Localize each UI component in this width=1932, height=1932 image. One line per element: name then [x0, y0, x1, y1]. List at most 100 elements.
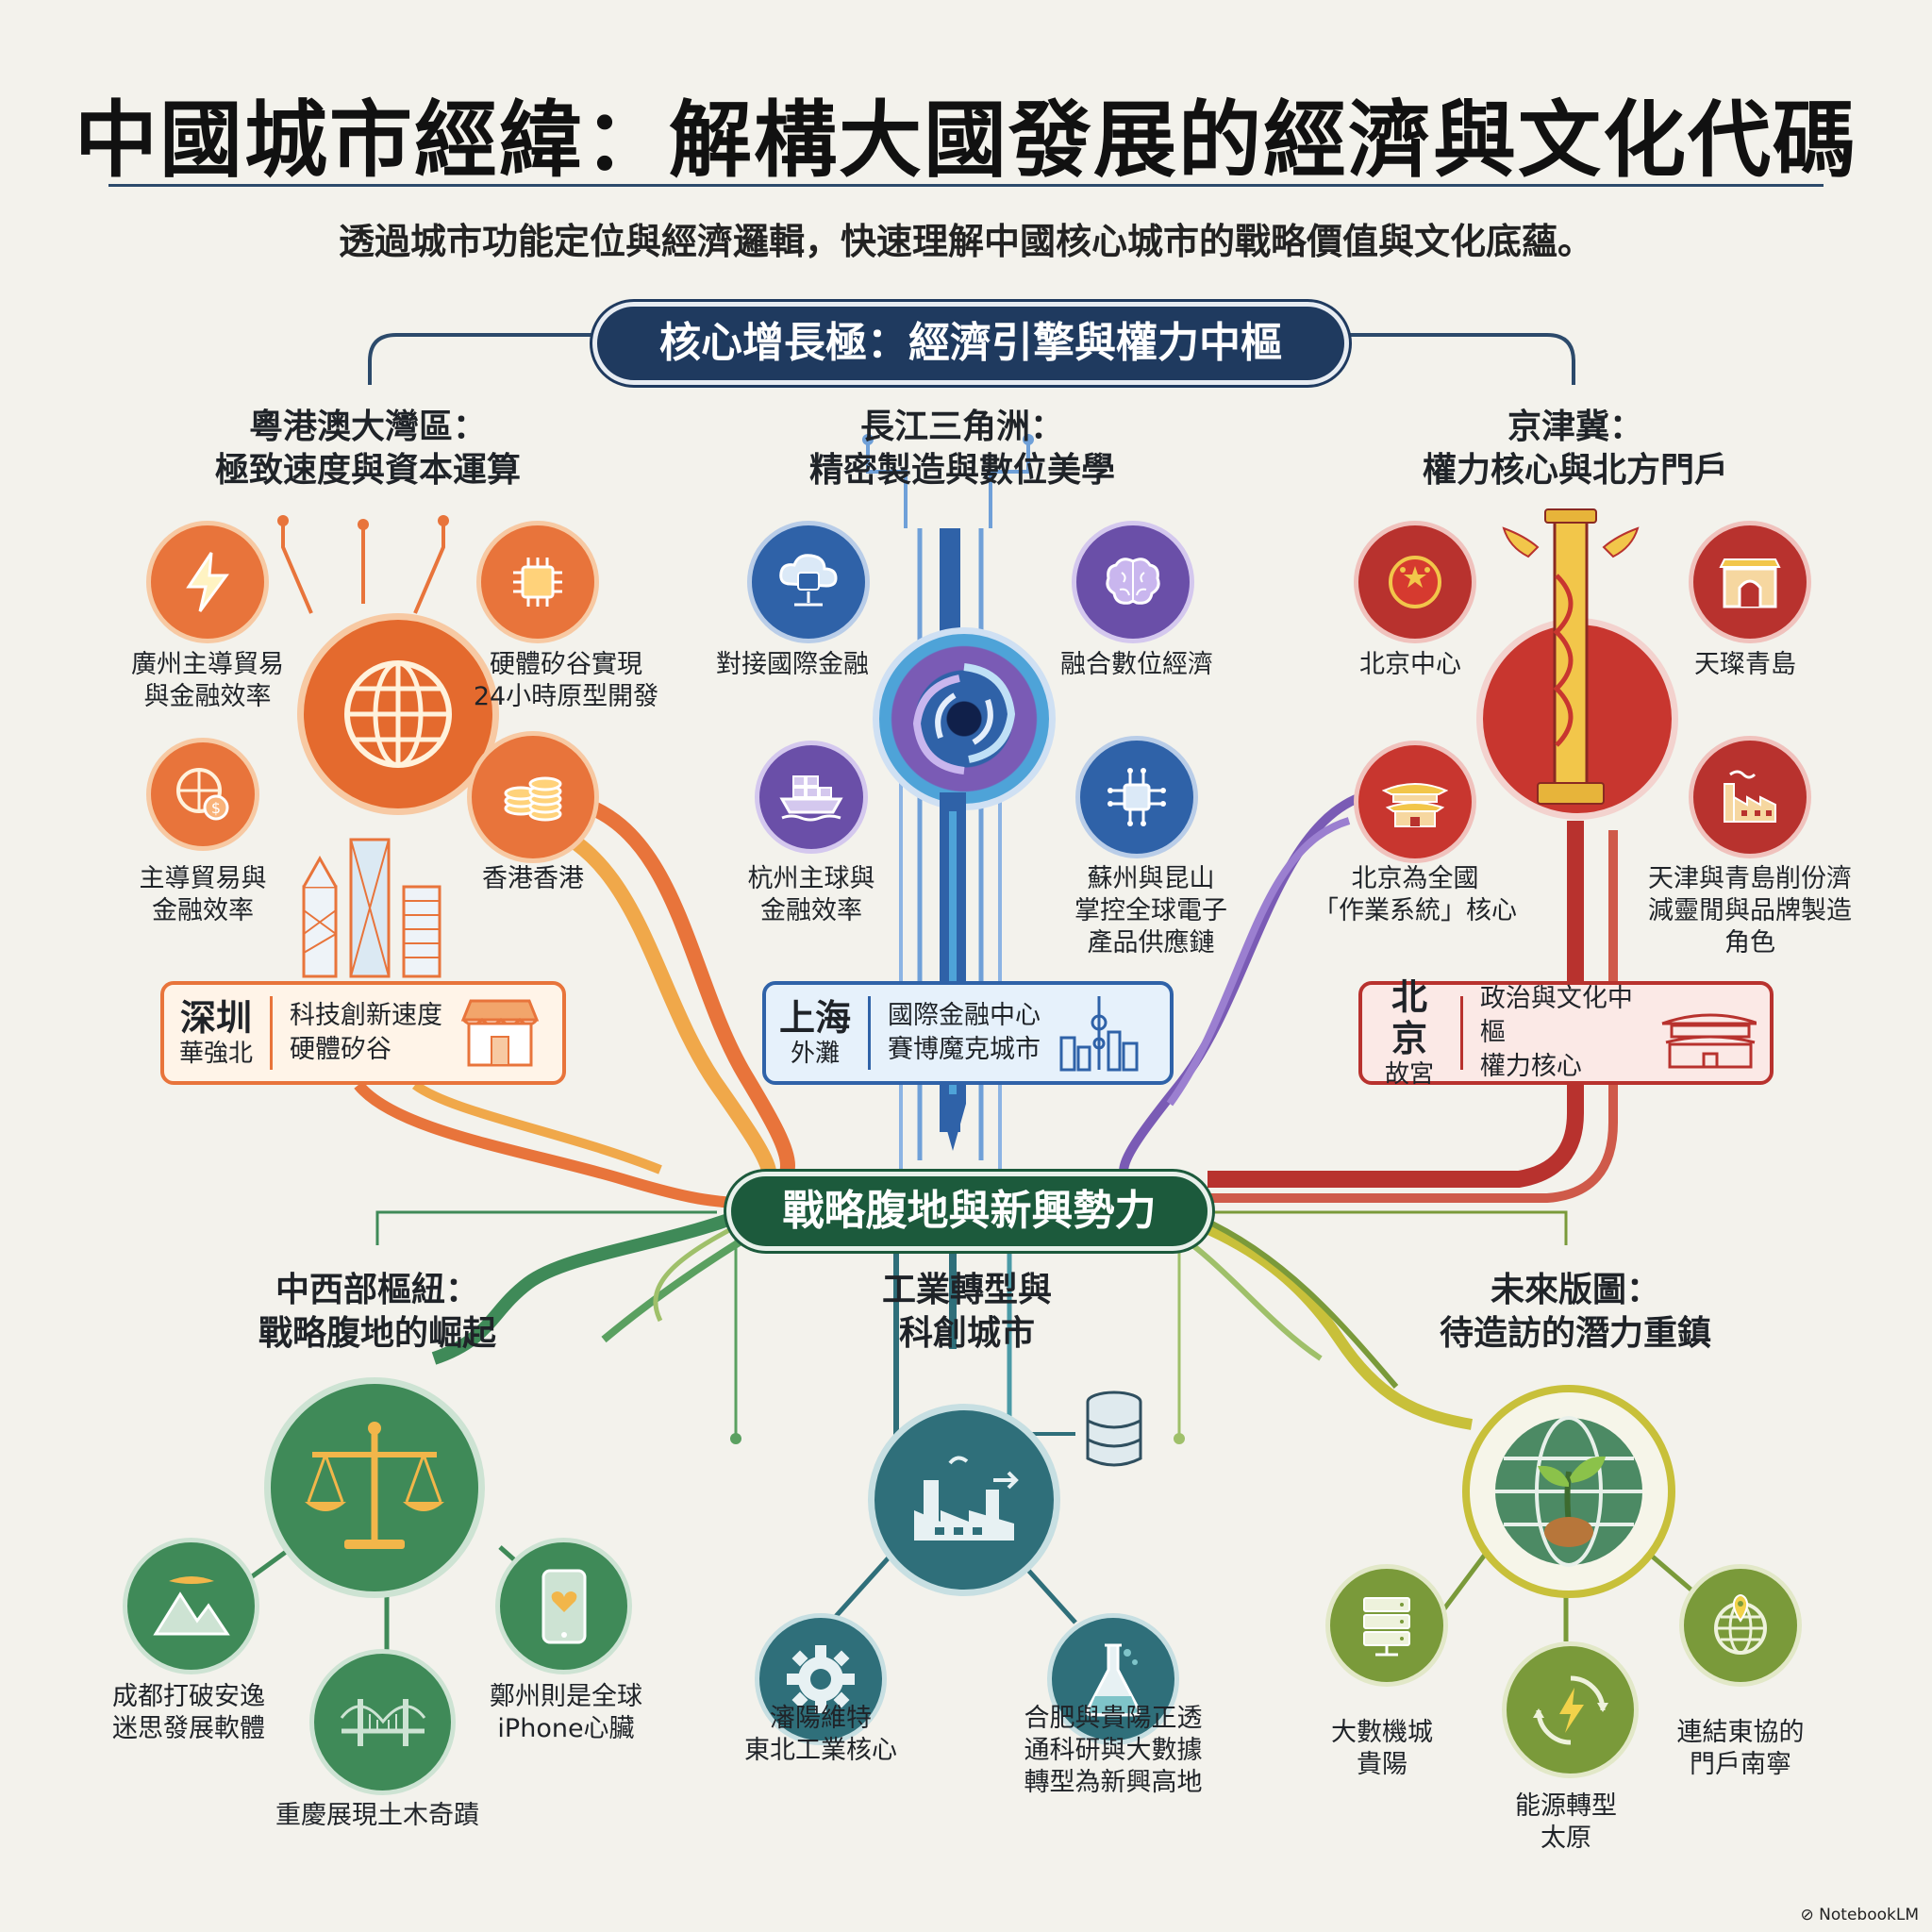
yrd-label-intl: 對接國際金融	[716, 650, 869, 679]
shenzhen-sub: 華強北	[179, 1040, 254, 1068]
yrd-label-hangzhou-line1: 杭州主球與	[747, 864, 875, 893]
future-label-nanning-line2: 門戶南寧	[1690, 1750, 1791, 1779]
jjj-label-qingdao-line3: 角色	[1724, 928, 1775, 958]
industry-label-hefei: 合肥與貴陽正透 通科研與大數據 轉型為新興高地	[1000, 1703, 1226, 1799]
midwest-label-zhengzhou-line2: iPhone心臟	[497, 1714, 635, 1743]
industry-label-shenyang-line2: 東北工業核心	[744, 1736, 897, 1765]
gba-label-guangzhou-line2: 與金融效率	[143, 682, 272, 711]
globe-currency-icon: $	[146, 738, 259, 851]
globe-pin-icon	[1679, 1564, 1802, 1687]
coins-icon	[467, 731, 599, 863]
chip-icon	[476, 521, 599, 643]
industry-label-hefei-line1: 合肥與貴陽正透	[1024, 1704, 1203, 1733]
gba-label-trade-line2: 金融效率	[152, 896, 254, 925]
industry-label-hefei-line2: 通科研與大數據	[1024, 1736, 1203, 1765]
cargo-ship-icon	[755, 741, 868, 854]
shanghai-sub: 外灘	[791, 1040, 841, 1068]
lightning-icon	[146, 521, 269, 643]
yrd-title-line2: 精密製造與數位美學	[808, 451, 1115, 490]
yrd-label-digital: 融合數位經濟	[1060, 650, 1213, 679]
gba-title-line1: 粵港澳大灣區：	[248, 408, 487, 446]
card-separator	[868, 996, 872, 1070]
midwest-title-line1: 中西部樞紐：	[275, 1271, 479, 1309]
shenzhen-desc-line1: 科技創新速度	[290, 1001, 443, 1030]
gba-title: 粵港澳大灣區： 極致速度與資本運算	[189, 406, 547, 492]
energy-cycle-icon	[1502, 1641, 1639, 1778]
beijing-card-name: 北京 故宮	[1375, 976, 1443, 1090]
shenzhen-card: 深圳 華強北 科技創新速度 硬體矽谷	[160, 981, 566, 1085]
midwest-label-chongqing: 重慶展現土木奇蹟	[275, 1801, 479, 1830]
yrd-label-hangzhou: 杭州主球與 金融效率	[717, 863, 906, 927]
jjj-label-beijing: 北京中心	[1359, 650, 1461, 679]
cloud-database-icon	[747, 521, 870, 643]
industry-title: 工業轉型與 科創城市	[811, 1269, 1123, 1356]
midwest-title-line2: 戰略腹地的崛起	[258, 1314, 496, 1353]
industry-title-line1: 工業轉型與	[881, 1271, 1052, 1309]
beijing-card: 北京 故宮 政治與文化中樞 權力核心	[1358, 976, 1774, 1089]
forbidden-city-icon	[1661, 1013, 1757, 1069]
factory-icon	[1689, 736, 1811, 858]
industry-label-shenyang: 瀋陽維特 東北工業核心	[717, 1703, 924, 1767]
database-icon	[1086, 1391, 1142, 1467]
palace-icon	[1354, 741, 1476, 863]
bridge-icon	[309, 1649, 456, 1795]
midwest-title: 中西部樞紐： 戰略腹地的崛起	[189, 1269, 566, 1356]
shenzhen-card-name: 深圳 華強北	[179, 997, 253, 1069]
shanghai-card: 上海 外灘 國際金融中心 賽博魔克城市	[762, 981, 1174, 1085]
future-label-guiyang-line1: 大數機城	[1331, 1718, 1433, 1747]
yrd-label-suzhou: 蘇州與昆山 掌控全球電子 產品供應鏈	[1042, 863, 1259, 959]
industry-title-line2: 科創城市	[898, 1314, 1035, 1353]
gba-title-line2: 極致速度與資本運算	[214, 451, 521, 490]
shanghai-name: 上海	[779, 997, 852, 1039]
future-title-line1: 未來版圖：	[1490, 1271, 1660, 1309]
page-title: 中國城市經緯：解構大國發展的經濟與文化代碼	[74, 92, 1857, 189]
future-title-line2: 待造訪的潛力重鎮	[1439, 1314, 1711, 1353]
beijing-name: 北京	[1391, 976, 1427, 1059]
future-label-taiyuan-line2: 太原	[1541, 1824, 1591, 1853]
flask-icon	[1047, 1613, 1179, 1745]
top-banner: 核心增長極：經濟引擎與權力中樞	[592, 302, 1349, 385]
skyline-icon	[302, 838, 441, 978]
yrd-label-suzhou-line3: 產品供應鏈	[1087, 928, 1215, 958]
jjj-label-qingdao: 天津與青島削份濟 減靈閒與品牌製造 角色	[1627, 863, 1873, 959]
shanghai-desc: 國際金融中心 賽博魔克城市	[888, 999, 1041, 1067]
beijing-sub: 故宮	[1384, 1060, 1434, 1089]
mid-banner: 戰略腹地與新興勢力	[726, 1172, 1212, 1251]
notebooklm-credit: ⊘ NotebookLM	[1801, 1906, 1919, 1924]
card-separator	[270, 996, 274, 1070]
future-label-guiyang-line2: 貴陽	[1357, 1750, 1407, 1779]
jjj-label-os-line1: 北京為全國	[1351, 864, 1479, 893]
globe-icon	[297, 613, 499, 815]
shanghai-desc-line1: 國際金融中心	[888, 1001, 1041, 1030]
midwest-label-zhengzhou-line1: 鄭州則是全球	[490, 1682, 642, 1711]
title-divider	[108, 184, 1824, 187]
shanghai-skyline-icon	[1059, 996, 1139, 1072]
midwest-label-chengdu-line2: 迷思發展軟體	[112, 1714, 265, 1743]
page-subtitle: 透過城市功能定位與經濟邏輯，快速理解中國核心城市的戰略價值與文化底蘊。	[338, 221, 1593, 262]
shenzhen-name: 深圳	[180, 997, 253, 1039]
industry-label-hefei-line3: 轉型為新興高地	[1024, 1768, 1203, 1797]
jjj-label-tianjin: 天璨青島	[1694, 650, 1796, 679]
jjj-title: 京津冀： 權力核心與北方門戶	[1387, 406, 1764, 492]
globe-sprout-icon	[1462, 1385, 1675, 1598]
jjj-title-line2: 權力核心與北方門戶	[1422, 451, 1728, 490]
server-icon	[1325, 1564, 1448, 1687]
beijing-desc-line1: 政治與文化中樞	[1479, 984, 1633, 1047]
storefront-icon	[460, 999, 540, 1067]
gba-label-hardware-line1: 硬體矽谷實現	[490, 650, 642, 679]
gear-icon	[755, 1613, 887, 1745]
gba-label-hardware: 硬體矽谷實現 24小時原型開發	[443, 649, 689, 713]
national-emblem-icon	[1354, 521, 1476, 643]
circuit-chip-icon	[1075, 736, 1198, 858]
jjj-title-line1: 京津冀：	[1507, 408, 1643, 446]
factory-data-icon	[868, 1404, 1060, 1596]
jjj-label-os: 北京為全國 「作業系統」核心	[1297, 863, 1533, 927]
shanghai-desc-line2: 賽博魔克城市	[888, 1035, 1041, 1064]
future-title: 未來版圖： 待造訪的潛力重鎮	[1387, 1269, 1764, 1356]
gba-label-trade: 主導貿易與 金融效率	[94, 863, 311, 927]
shenzhen-desc-line2: 硬體矽谷	[290, 1035, 392, 1064]
future-label-guiyang: 大數機城 貴陽	[1307, 1717, 1457, 1781]
gba-label-hardware-line2: 24小時原型開發	[473, 682, 659, 711]
beijing-desc: 政治與文化中樞 權力核心	[1480, 982, 1649, 1084]
midwest-label-chengdu-line1: 成都打破安逸	[112, 1682, 265, 1711]
